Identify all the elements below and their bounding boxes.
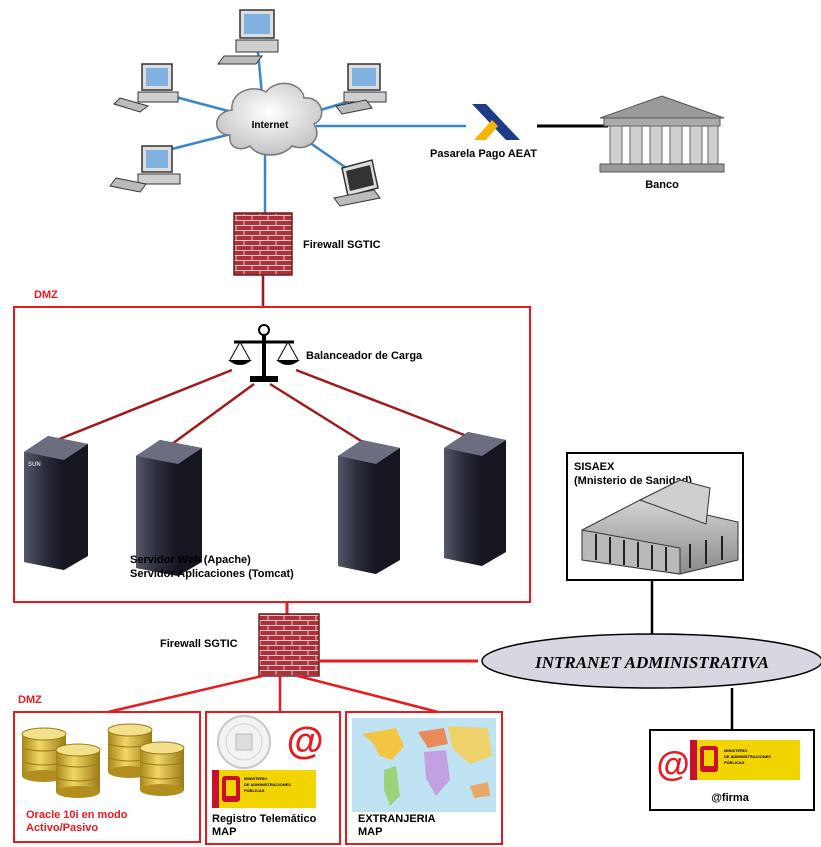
computer-icon [217, 9, 279, 65]
firewall-icon [233, 212, 293, 276]
ministerio-line3: PÚBLICAS [724, 760, 745, 765]
firewall-bottom-label: Firewall SGTIC [160, 638, 238, 650]
server-rack-icon [444, 432, 506, 566]
computer-icon [335, 63, 387, 115]
computer-icon [333, 159, 381, 207]
computer-icon [109, 145, 181, 193]
world-map-icon [352, 718, 496, 812]
oracle-label-line2: Activo/Pasivo [26, 822, 98, 834]
servidor-web-label: Servidor Web (Apache) [130, 554, 251, 566]
computer-icon [113, 63, 179, 113]
firewall-icon [258, 613, 320, 677]
dmz-bottom-label: DMZ [18, 694, 42, 706]
oracle-box [13, 711, 201, 843]
extranjeria-label-line2: MAP [358, 826, 382, 838]
registro-box [205, 711, 341, 845]
extranjeria-label-line1: EXTRANJERIA [358, 813, 436, 825]
ministerio-line2: DE ADMINISTRACIONES [724, 754, 771, 759]
balanceador-label: Balanceador de Carga [306, 350, 423, 362]
ministerio-line1: MINISTERIO [244, 776, 267, 781]
extranjeria-box [345, 711, 503, 845]
firewall-top-label: Firewall SGTIC [303, 239, 381, 251]
ministerio-logo: MINISTERIO DE ADMINISTRACIONES PÚBLICAS [212, 770, 316, 808]
server-rack-icon [338, 440, 400, 574]
ministerio-line3: PÚBLICAS [244, 788, 265, 793]
internet-label: Internet [252, 120, 289, 131]
server-rack-icon [136, 440, 202, 576]
svg-text:SUN: SUN [28, 462, 41, 468]
ministerio-line1: MINISTERIO [724, 748, 747, 753]
backend-links [107, 674, 439, 714]
database-icon [21, 723, 185, 798]
sisaex-label-line1: SISAEX [574, 461, 615, 473]
dmz-top-label: DMZ [34, 289, 58, 301]
ministerio-logo: MINISTERIO DE ADMINISTRACIONES PÚBLICAS [690, 740, 800, 780]
banco-label: Banco [645, 179, 679, 191]
at-icon: @ [286, 721, 323, 763]
balance-scale-icon [228, 324, 300, 382]
bank-icon [599, 95, 725, 173]
server-rack-icon: SUN [24, 436, 88, 570]
balancer-links [51, 368, 473, 446]
cloud-icon [216, 82, 323, 156]
firma-label: @firma [711, 792, 750, 804]
sisaex-label-line2: (Mnisterio de Sanidad) [574, 475, 692, 487]
seal-icon [217, 715, 271, 769]
registro-label-line1: Registro Telemático [212, 813, 317, 825]
pasarela-label: Pasarela Pago AEAT [430, 148, 537, 160]
coat-of-arms-icon [222, 776, 240, 802]
aeat-logo [472, 104, 520, 140]
intranet-label: INTRANET ADMINISTRATIVA [534, 653, 769, 672]
oracle-label-line1: Oracle 10i en modo [26, 809, 128, 821]
dmz-top-zone [13, 306, 531, 603]
registro-label-line2: MAP [212, 826, 236, 838]
building-icon [581, 479, 739, 575]
coat-of-arms-icon [700, 746, 718, 772]
ministerio-line2: DE ADMINISTRACIONES [244, 782, 291, 787]
servidor-app-label: Servidor Aplicaciones (Tomcat) [130, 568, 294, 580]
at-icon: @ [656, 746, 689, 784]
